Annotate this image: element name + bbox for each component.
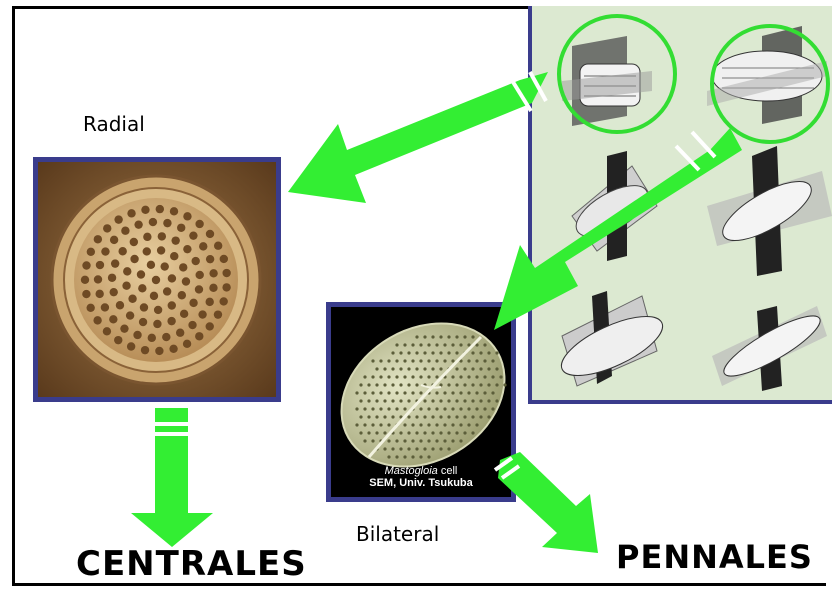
- radial-label: Radial: [83, 112, 145, 136]
- symmetry-planes-panel: [528, 6, 832, 404]
- pervalvar-plane-diagram: [712, 306, 827, 391]
- bilateral-label: Bilateral: [356, 522, 439, 546]
- centric-diatom-photo: [38, 162, 276, 397]
- apical-plane-diagram: [707, 146, 832, 276]
- caption-rest: cell: [438, 465, 458, 477]
- symmetry-planes-illustration: [532, 6, 832, 404]
- valve-plane-diagram: [568, 151, 657, 261]
- caption-credit: SEM, Univ. Tsukuba: [326, 477, 516, 489]
- pennales-label: PENNALES: [616, 538, 813, 576]
- transapical-plane-diagram: [554, 291, 671, 387]
- caption-genus: Mastogloia: [385, 465, 438, 477]
- radial-diatom-image: [33, 157, 281, 402]
- centrales-label: CENTRALES: [76, 544, 307, 584]
- image-caption: Mastogloia cell SEM, Univ. Tsukuba: [326, 465, 516, 489]
